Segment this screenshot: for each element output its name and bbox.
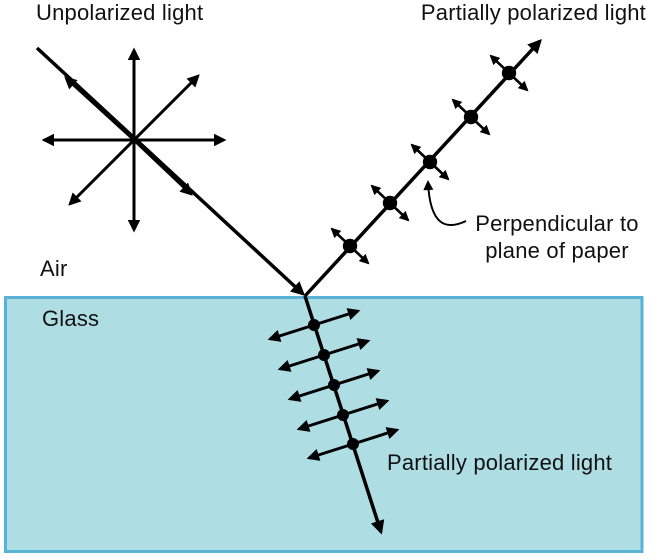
polarization-dot (382, 195, 398, 211)
label-partially-polarized-top: Partially polarized light (420, 0, 646, 25)
refracted-ray-polarization (267, 308, 400, 461)
glass-region (4, 296, 644, 553)
unpolarized-starburst (41, 47, 227, 233)
polarization-dot (463, 109, 479, 125)
polarization-dot (422, 154, 438, 170)
polarization-dot (308, 319, 320, 331)
pointer-curved-arrow (423, 180, 467, 227)
polarization-dot (501, 65, 517, 81)
label-unpolarized-light: Unpolarized light (36, 0, 204, 25)
polarization-dot (318, 349, 330, 361)
incident-ray-line (35, 46, 306, 296)
label-perpendicular-note: Perpendicular to plane of paper (452, 210, 651, 264)
label-glass: Glass (42, 306, 100, 331)
label-partially-polarized-glass: Partially polarized light (387, 450, 613, 475)
perpendicular-note-line1: Perpendicular to (475, 211, 639, 236)
polarization-dot (328, 379, 340, 391)
efield-arrow-diagonal-se (132, 138, 193, 196)
perpendicular-note-line2: plane of paper (485, 238, 629, 263)
efield-arrow-diagonal-nw (64, 76, 136, 142)
polarization-dot (342, 238, 358, 254)
reflected-ray-polarization (330, 54, 529, 265)
label-air: Air (40, 256, 68, 281)
polarization-dot (347, 438, 359, 450)
polarization-dot (337, 409, 349, 421)
